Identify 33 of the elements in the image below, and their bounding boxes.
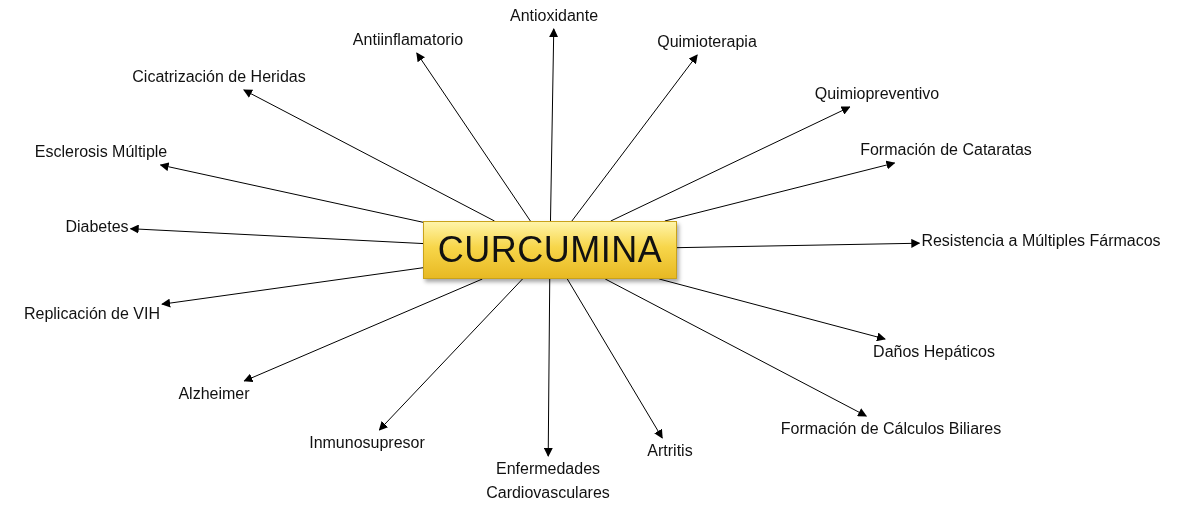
arrow <box>571 54 698 222</box>
arrow <box>664 160 896 222</box>
arrow <box>159 162 424 223</box>
effect-label: Artritis <box>647 439 693 463</box>
effect-label: Antioxidante <box>509 4 599 28</box>
effect-label: Quimioterapia <box>657 30 757 54</box>
arrow <box>129 224 424 245</box>
effect-label: Formación de Cálculos Biliares <box>780 417 1002 441</box>
arrow <box>604 278 868 417</box>
arrow <box>243 89 495 222</box>
effect-label: Esclerosis Múltiple <box>34 140 168 164</box>
effect-label: Cicatrización de Heridas <box>132 65 306 89</box>
arrow <box>243 278 483 382</box>
effect-label: Daños Hepáticos <box>873 340 995 364</box>
arrow <box>566 278 663 439</box>
arrow <box>543 278 553 457</box>
effect-label: Resistencia a Múltiples Fármacos <box>921 229 1161 253</box>
effect-label: Antiinflamatorio <box>352 28 464 52</box>
effect-label: Quimiopreventivo <box>814 82 940 106</box>
effect-label: Alzheimer <box>178 382 250 406</box>
arrow <box>161 267 424 308</box>
effect-label: Enfermedades Cardiovasculares <box>463 457 633 505</box>
arrow <box>676 238 921 249</box>
effect-label: Diabetes <box>65 215 129 239</box>
central-box: CURCUMINA <box>423 221 677 279</box>
effect-label: Inmunosupresor <box>309 431 425 455</box>
arrow <box>549 28 559 222</box>
effect-label: Formación de Cataratas <box>860 138 1032 162</box>
arrow <box>416 52 531 222</box>
arrow <box>610 106 851 222</box>
arrow <box>378 278 523 431</box>
effect-label: Replicación de VIH <box>23 302 161 326</box>
arrow <box>658 278 886 342</box>
